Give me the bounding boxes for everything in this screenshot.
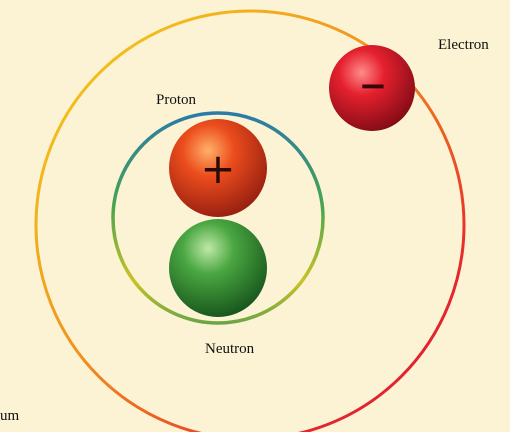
proton-particle: +	[169, 119, 267, 217]
electron-sign: −	[359, 66, 388, 106]
neutron-particle	[169, 219, 267, 317]
proton-label: Proton	[156, 92, 196, 109]
neutron-label: Neutron	[205, 341, 254, 358]
atom-label-fragment: um	[0, 408, 19, 425]
electron-particle: −	[329, 45, 415, 131]
electron-label: Electron	[438, 37, 489, 54]
proton-sign: +	[200, 144, 235, 193]
